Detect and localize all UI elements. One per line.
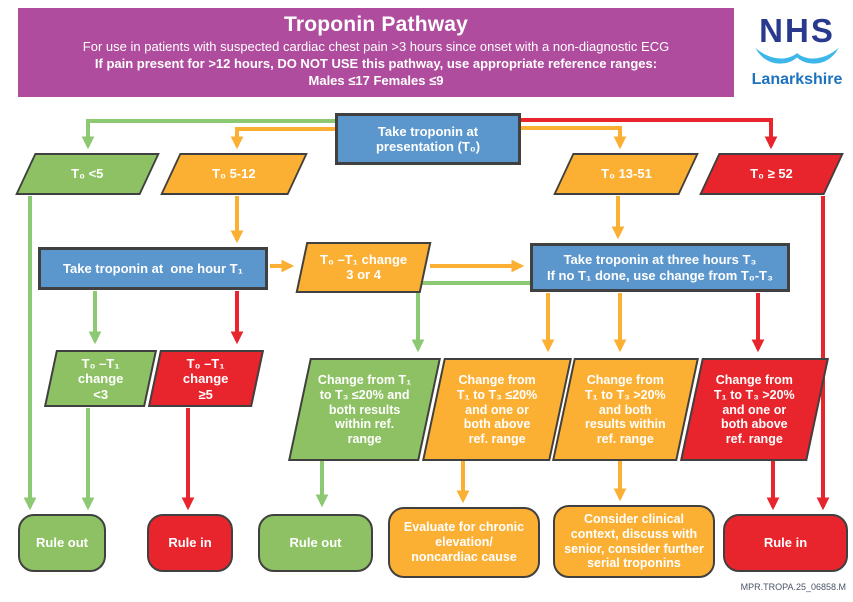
header-reference-ranges: Males ≤17 Females ≤9 [308, 73, 444, 88]
node-label: T₀ –T₁ change <3 [77, 355, 124, 402]
node-t0-ge-52: T₀ ≥ 52 [699, 153, 844, 195]
arrow-three-hours-to-le20-within [411, 281, 530, 353]
node-label: Change from T₁ to T₃ ≤20% and one or bot… [456, 372, 538, 446]
document-reference: MPR.TROPA.25_06858.M [740, 582, 846, 592]
arrow-presentation-to-lt5 [81, 119, 335, 150]
node-gt20-one-or-both-above: Change from T₁ to T₃ >20% and one or bot… [680, 358, 829, 461]
node-label: T₀ –T₁ change ≥5 [183, 355, 229, 402]
node-label: T₀ –T₁ change 3 or 4 [319, 252, 408, 283]
node-le20-one-or-both-above: Change from T₁ to T₃ ≤20% and one or bot… [422, 358, 572, 461]
nhs-lanarkshire-logo: NHS Lanarkshire [746, 14, 848, 89]
nhs-swoosh-icon [755, 47, 839, 64]
node-rule-in-1: Rule in [147, 514, 233, 572]
nhs-board-name: Lanarkshire [751, 71, 843, 88]
node-t0-5-12: T₀ 5-12 [160, 153, 308, 195]
header-warning: If pain present for >12 hours, DO NOT US… [94, 56, 658, 71]
node-change-3-or-4: T₀ –T₁ change 3 or 4 [295, 242, 432, 293]
node-label: T₀ ≥ 52 [750, 166, 793, 182]
node-take-troponin-three-hours: Take troponin at three hours T₃ If no T₁… [530, 243, 790, 292]
page-title: Troponin Pathway [283, 13, 469, 36]
node-label: Change from T₁ to T₃ >20% and both resul… [585, 372, 666, 446]
node-rule-out-1: Rule out [18, 514, 106, 572]
node-change-ge5: T₀ –T₁ change ≥5 [147, 350, 265, 407]
node-rule-out-2: Rule out [258, 514, 373, 572]
node-gt20-both-within-range: Change from T₁ to T₃ >20% and both resul… [552, 358, 699, 461]
arrow-presentation-to-5-12 [230, 127, 335, 150]
node-take-troponin-presentation: Take troponin at presentation (T₀) [335, 113, 521, 165]
node-label: Change from T₁ to T₃ >20% and one or bot… [714, 372, 795, 446]
node-change-lt3: T₀ –T₁ change <3 [43, 350, 158, 407]
node-take-troponin-one-hour: Take troponin at one hour T₁ [38, 247, 268, 290]
node-le20-both-within-range: Change from T₁ to T₃ ≤20% and both resul… [288, 358, 441, 461]
header-subtitle: For use in patients with suspected cardi… [82, 39, 670, 54]
node-label: T₀ 5-12 [212, 166, 256, 182]
header-banner: Troponin Pathway For use in patients wit… [18, 8, 734, 97]
node-consider-clinical-context: Consider clinical context, discuss with … [553, 505, 715, 578]
node-label: T₀ <5 [71, 166, 104, 182]
nhs-logo-text: NHS [759, 12, 835, 49]
node-t0-13-51: T₀ 13-51 [553, 153, 699, 195]
node-t0-lt5: T₀ <5 [15, 153, 160, 195]
node-rule-in-2: Rule in [723, 514, 848, 572]
node-evaluate-chronic-elevation: Evaluate for chronic elevation/ noncardi… [388, 507, 540, 578]
arrow-presentation-to-ge52 [520, 118, 778, 150]
node-label: T₀ 13-51 [600, 166, 652, 182]
node-label: Change from T₁ to T₃ ≤20% and both resul… [317, 372, 412, 446]
arrow-presentation-to-13-51 [520, 126, 627, 150]
